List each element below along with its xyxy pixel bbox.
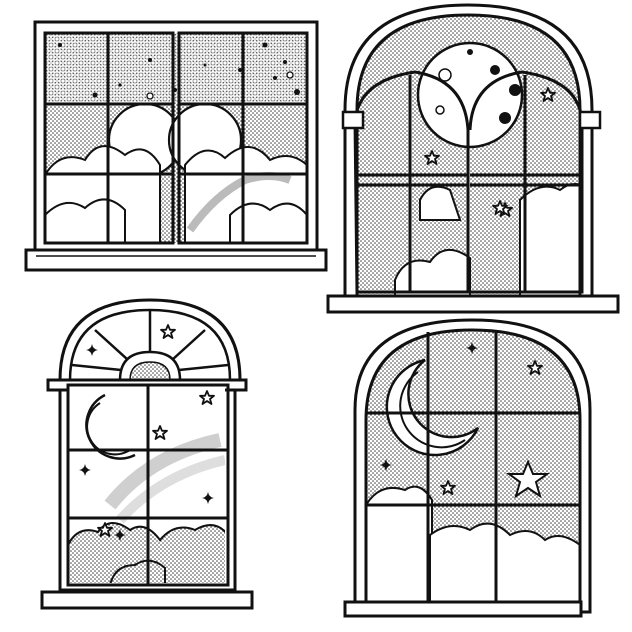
square-window bbox=[24, 20, 328, 272]
arched-double-window bbox=[326, 3, 620, 314]
round-top-window-sky bbox=[366, 330, 580, 610]
fanlight-window bbox=[40, 298, 254, 610]
square-window-sky bbox=[45, 33, 307, 243]
arched-window-sky bbox=[357, 15, 580, 300]
round-top-window bbox=[343, 318, 592, 618]
